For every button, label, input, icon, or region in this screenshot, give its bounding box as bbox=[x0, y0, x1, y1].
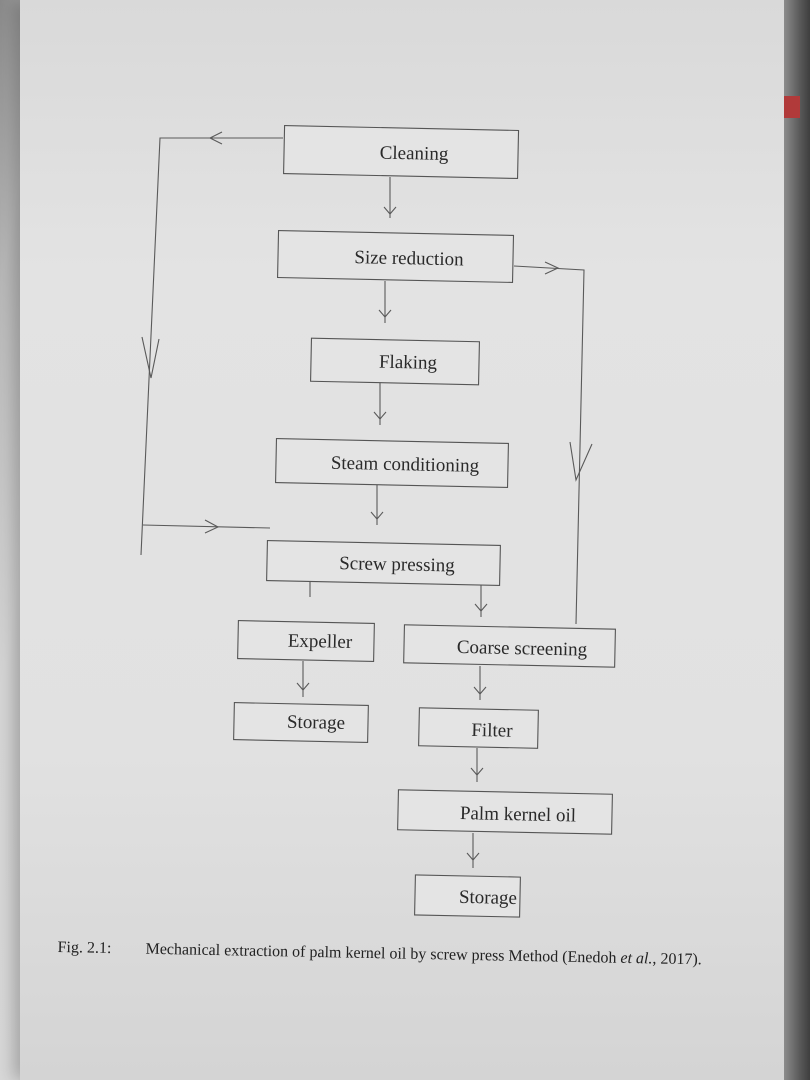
box-flaking: Flaking bbox=[310, 337, 481, 386]
box-cleaning: Cleaning bbox=[283, 125, 520, 180]
arrow-expeller-storage bbox=[296, 682, 310, 691]
caption-text: Mechanical extraction of palm kernel oil… bbox=[145, 940, 617, 967]
loop-top-arrowhead bbox=[208, 131, 223, 145]
arrow-oil-storage bbox=[466, 852, 480, 861]
arrow-filter-oil bbox=[470, 767, 484, 776]
box-steam-conditioning: Steam conditioning bbox=[275, 438, 509, 488]
loop-down-arrowhead bbox=[141, 336, 160, 379]
box-filter: Filter bbox=[418, 707, 539, 749]
label-size-reduction: Size reduction bbox=[354, 247, 464, 270]
caption-italic: et al. bbox=[620, 949, 653, 968]
arrow-flaking-steam bbox=[373, 411, 387, 420]
box-storage-right: Storage bbox=[414, 874, 521, 918]
caption-label: Fig. 2.1: bbox=[57, 938, 112, 958]
arrow-steam-screw bbox=[370, 511, 384, 520]
label-cleaning: Cleaning bbox=[380, 143, 450, 165]
binder-edge bbox=[784, 0, 810, 1080]
arrow-screw-coarse bbox=[474, 603, 488, 612]
box-coarse-screening: Coarse screening bbox=[403, 624, 616, 668]
arrow-coarse-filter bbox=[473, 686, 487, 695]
label-steam-conditioning: Steam conditioning bbox=[331, 453, 480, 477]
label-storage-left: Storage bbox=[287, 712, 345, 734]
box-storage-left: Storage bbox=[233, 702, 369, 743]
bypass-right-line bbox=[513, 265, 585, 625]
label-flaking: Flaking bbox=[379, 352, 438, 374]
box-palm-kernel-oil: Palm kernel oil bbox=[397, 789, 613, 835]
loop-bottom-line bbox=[142, 524, 271, 529]
box-size-reduction: Size reduction bbox=[277, 229, 515, 284]
bypass-right-arrowhead bbox=[544, 261, 560, 275]
box-expeller: Expeller bbox=[237, 620, 375, 662]
document-page bbox=[20, 0, 785, 1080]
arrow-size-flaking bbox=[378, 309, 392, 318]
label-expeller: Expeller bbox=[288, 631, 353, 653]
label-screw-pressing: Screw pressing bbox=[339, 553, 455, 576]
caption-tail: , 2017). bbox=[652, 950, 702, 969]
label-storage-right: Storage bbox=[459, 887, 517, 909]
label-filter: Filter bbox=[471, 720, 513, 742]
arrow-cleaning-size bbox=[383, 206, 397, 215]
loop-left-line bbox=[140, 137, 283, 556]
label-palm-kernel-oil: Palm kernel oil bbox=[460, 803, 577, 826]
bypass-down-arrowhead bbox=[569, 441, 593, 482]
label-coarse-screening: Coarse screening bbox=[457, 637, 588, 661]
loop-bottom-arrowhead bbox=[204, 519, 220, 534]
red-bookmark-tab bbox=[784, 96, 800, 118]
box-screw-pressing: Screw pressing bbox=[266, 540, 501, 587]
